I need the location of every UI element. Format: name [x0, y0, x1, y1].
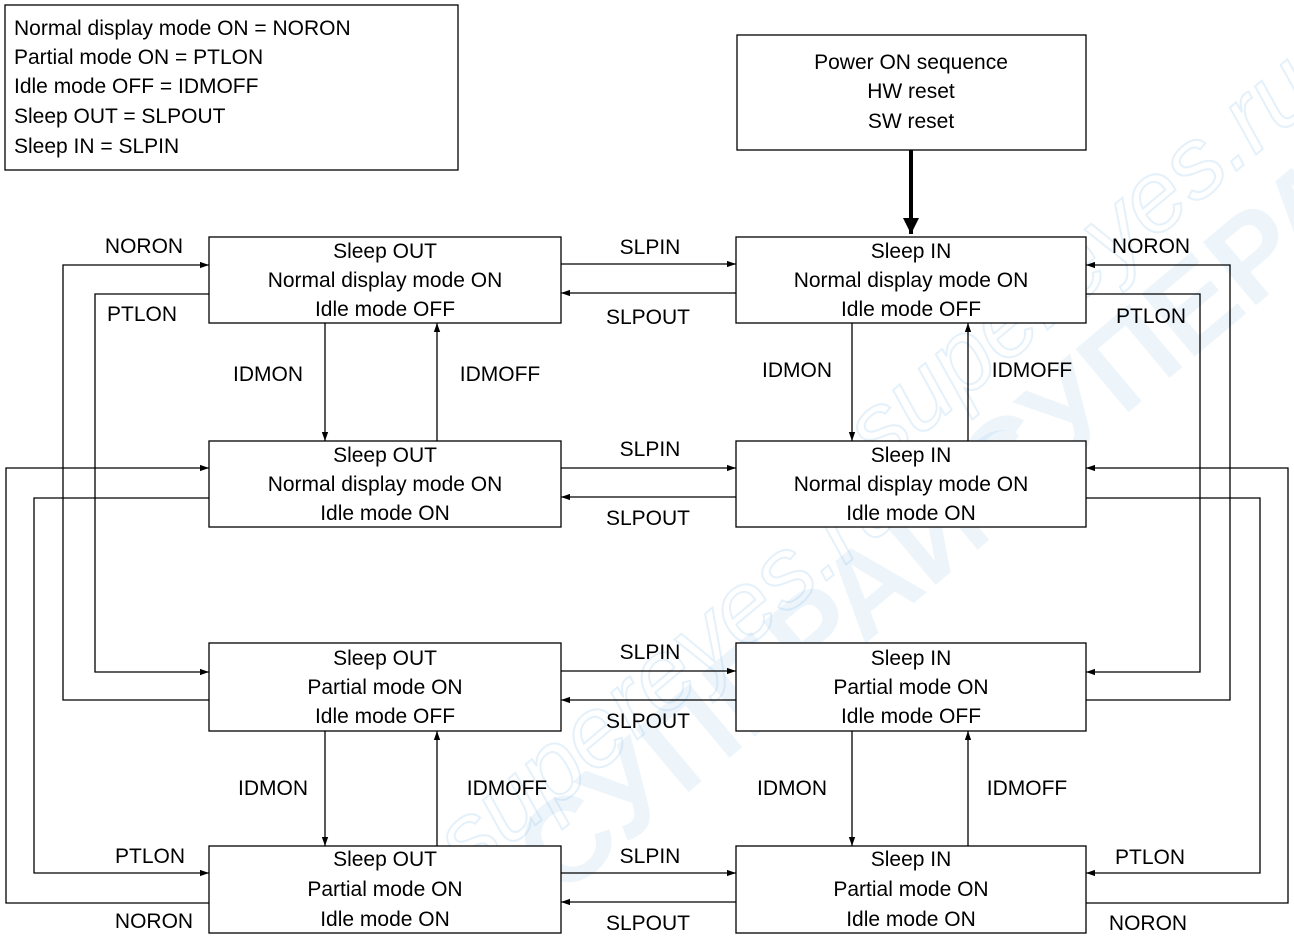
state-line: Sleep IN — [871, 240, 952, 263]
slpout-label: SLPOUT — [606, 306, 690, 329]
state-line: Normal display mode ON — [794, 473, 1029, 496]
state-line: Partial mode ON — [833, 878, 988, 901]
state-line: Idle mode ON — [320, 502, 450, 525]
state-line: Sleep OUT — [333, 444, 437, 467]
state-r3-left: Sleep OUT Partial mode ON Idle mode OFF — [208, 642, 562, 732]
noron-label: NORON — [1109, 912, 1187, 935]
idmoff-label: IDMOFF — [987, 777, 1067, 800]
state-line: Normal display mode ON — [268, 269, 503, 292]
state-r2-right: Sleep IN Normal display mode ON Idle mod… — [735, 440, 1087, 528]
state-r4-right: Sleep IN Partial mode ON Idle mode ON — [735, 845, 1087, 934]
legend-line-3: Idle mode OFF = IDMOFF — [14, 75, 258, 98]
power-line-2: HW reset — [867, 80, 955, 103]
ptlon-label: PTLON — [1116, 305, 1186, 328]
state-line: Sleep IN — [871, 647, 952, 670]
noron-label: NORON — [105, 235, 183, 258]
noron-loop-left-top — [62, 261, 209, 701]
slpout-label: SLPOUT — [606, 912, 690, 935]
legend-line-4: Sleep OUT = SLPOUT — [14, 105, 226, 128]
state-line: Partial mode ON — [833, 676, 988, 699]
state-line: Sleep IN — [871, 848, 952, 871]
legend-line-1: Normal display mode ON = NORON — [14, 17, 351, 40]
ptlon-label: PTLON — [107, 303, 177, 326]
idle-transitions: IDMON IDMOFF IDMON IDMOFF IDMON IDMOFF I… — [233, 323, 1072, 846]
idmoff-label: IDMOFF — [467, 777, 547, 800]
state-r3-right: Sleep IN Partial mode ON Idle mode OFF — [735, 642, 1087, 732]
slpin-label: SLPIN — [620, 236, 681, 259]
state-line: Idle mode OFF — [315, 298, 455, 321]
state-line: Normal display mode ON — [794, 269, 1029, 292]
ptlon-label: PTLON — [115, 845, 185, 868]
state-line: Normal display mode ON — [268, 473, 503, 496]
power-line-1: Power ON sequence — [814, 51, 1008, 74]
power-box-rect — [736, 34, 1087, 151]
slpin-label: SLPIN — [620, 641, 681, 664]
state-r1-right: Sleep IN Normal display mode ON Idle mod… — [735, 236, 1087, 324]
state-r2-left: Sleep OUT Normal display mode ON Idle mo… — [208, 440, 562, 528]
state-line: Sleep OUT — [333, 647, 437, 670]
power-on-box: Power ON sequence HW reset SW reset — [736, 34, 1087, 151]
state-line: Idle mode OFF — [841, 705, 981, 728]
noron-loop-right-top — [1086, 261, 1231, 701]
idmon-label: IDMON — [762, 359, 832, 382]
legend-line-5: Sleep IN = SLPIN — [14, 135, 179, 158]
ptlon-loop-right-top — [1086, 293, 1201, 676]
noron-loop-right-bottom — [1086, 464, 1289, 904]
ptlon-loop-left-top — [94, 293, 209, 676]
sleep-transitions: SLPIN SLPOUT SLPIN SLPOUT SLPIN SLPOUT S… — [561, 236, 736, 935]
idmoff-label: IDMOFF — [460, 363, 540, 386]
state-r1-left: Sleep OUT Normal display mode ON Idle mo… — [208, 236, 562, 324]
state-line: Idle mode OFF — [315, 705, 455, 728]
state-line: Partial mode ON — [307, 878, 462, 901]
ptlon-label: PTLON — [1115, 846, 1185, 869]
idmon-label: IDMON — [757, 777, 827, 800]
state-line: Sleep OUT — [333, 240, 437, 263]
noron-label: NORON — [115, 910, 193, 933]
idmon-label: IDMON — [238, 777, 308, 800]
right-mode-loops: NORON PTLON PTLON NORON — [1086, 235, 1289, 935]
legend-box — [4, 4, 459, 171]
left-mode-loops: NORON PTLON PTLON NORON — [5, 235, 209, 933]
state-line: Idle mode ON — [846, 502, 976, 525]
slpout-label: SLPOUT — [606, 507, 690, 530]
state-line: Idle mode ON — [846, 908, 976, 931]
state-line: Idle mode OFF — [841, 298, 981, 321]
idmon-label: IDMON — [233, 363, 303, 386]
power-line-3: SW reset — [868, 110, 955, 133]
legend: Normal display mode ON = NORON Partial m… — [4, 4, 459, 171]
idmoff-label: IDMOFF — [992, 359, 1072, 382]
noron-loop-left-bottom — [5, 464, 209, 904]
state-line: Sleep OUT — [333, 848, 437, 871]
ptlon-loop-left-bottom — [33, 497, 209, 877]
slpout-label: SLPOUT — [606, 710, 690, 733]
slpin-label: SLPIN — [620, 438, 681, 461]
ptlon-loop-right-bottom — [1086, 497, 1261, 877]
state-line: Partial mode ON — [307, 676, 462, 699]
state-line: Sleep IN — [871, 444, 952, 467]
noron-label: NORON — [1112, 235, 1190, 258]
state-line: Idle mode ON — [320, 908, 450, 931]
legend-line-2: Partial mode ON = PTLON — [14, 46, 263, 69]
slpin-label: SLPIN — [620, 845, 681, 868]
state-r4-left: Sleep OUT Partial mode ON Idle mode ON — [208, 845, 562, 934]
